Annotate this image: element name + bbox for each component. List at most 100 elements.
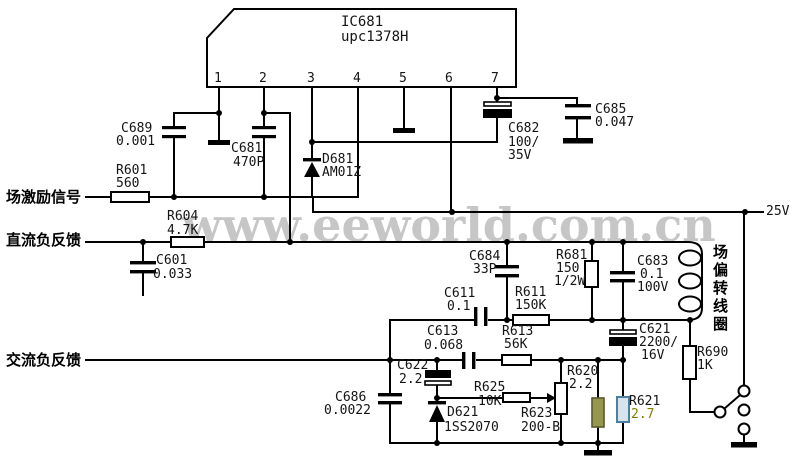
res-R620-body xyxy=(591,397,605,428)
pin1-ground-bar xyxy=(208,140,230,145)
service-switch xyxy=(713,384,751,436)
label-R604-value: 4.7K xyxy=(167,223,199,238)
ic-pin-7-label: 7 xyxy=(491,71,499,86)
label-C684-value: 33P xyxy=(473,262,497,277)
pin5-ground-bar xyxy=(393,128,415,133)
cap-C689-symbol xyxy=(162,126,186,139)
res-R613-body xyxy=(501,354,532,366)
label-C689-value: 0.001 xyxy=(116,134,156,149)
label-C622-ref: C622 xyxy=(397,358,429,373)
ic-pin-4-label: 4 xyxy=(353,71,361,86)
cap-C681-symbol xyxy=(252,126,276,139)
res-R681-body xyxy=(584,260,599,288)
cap-C682-symbol xyxy=(483,101,512,118)
ic-pin-5-label: 5 xyxy=(399,71,407,86)
cap-C684-symbol xyxy=(495,265,519,278)
label-C683-ref: C683 xyxy=(637,254,669,269)
ic-part-label: upc1378H xyxy=(341,29,409,45)
label-D621-value: 1SS2070 xyxy=(444,420,499,435)
label-C685-ref: C685 xyxy=(595,102,627,117)
label-C681-ref: C681 xyxy=(231,141,263,156)
net-field-drive-label: 场激励信号 xyxy=(6,188,82,206)
supply-25v-label: 25V xyxy=(766,204,790,219)
label-C681-value: 470P xyxy=(233,155,265,170)
res-R625-body xyxy=(502,392,531,403)
label-R681-value1: 150 xyxy=(556,261,580,276)
label-R601-ref: R601 xyxy=(116,163,148,178)
label-R611-value: 150K xyxy=(515,298,547,313)
ic-pin-3-label: 3 xyxy=(307,71,315,86)
label-C611-ref: C611 xyxy=(444,286,476,301)
ic-pin-1-label: 1 xyxy=(214,71,222,86)
label-C611-value: 0.1 xyxy=(447,299,471,314)
cap-C621-symbol xyxy=(609,329,637,346)
label-D681-value: AM01Z xyxy=(322,165,362,180)
label-R613-ref: R613 xyxy=(502,324,534,339)
ic-pin-2-label: 2 xyxy=(259,71,267,86)
label-R613-value: 56K xyxy=(504,337,528,352)
res-R690-body xyxy=(682,345,697,380)
label-R681-ref: R681 xyxy=(556,248,588,263)
ic681-outline xyxy=(206,8,517,88)
label-R604-ref: R604 xyxy=(167,209,199,224)
label-R620-ref: R620 xyxy=(567,364,599,379)
label-C601-value: 0.033 xyxy=(153,267,193,282)
label-C686-ref: C686 xyxy=(335,390,367,405)
label-R620-value: 2.2 xyxy=(569,377,593,392)
switch-contact-c xyxy=(737,403,751,417)
ground-bars xyxy=(208,128,757,456)
label-R621-value: 2.7 xyxy=(631,407,655,422)
label-C685-value: 0.047 xyxy=(595,115,635,130)
cap-C611-symbol xyxy=(474,307,488,326)
capacitor-symbols xyxy=(130,101,637,405)
label-C683-value1: 0.1 xyxy=(640,267,664,282)
diode-D621-symbol xyxy=(428,401,446,422)
label-C613-ref: C613 xyxy=(427,324,459,339)
deflection-coil-symbol xyxy=(678,240,703,322)
bottom-ground-bar xyxy=(584,450,612,456)
label-R621-ref: R621 xyxy=(629,394,661,409)
label-R611-ref: R611 xyxy=(515,285,547,300)
label-C684-ref: C684 xyxy=(469,249,501,264)
label-R623-value: 200-B xyxy=(521,420,561,435)
res-R621-body xyxy=(616,396,630,423)
label-R625-value: 10K xyxy=(478,394,502,409)
label-C622-value: 2.2 xyxy=(399,372,423,387)
c685-ground-bar xyxy=(563,138,593,144)
res-R623-body xyxy=(554,382,568,415)
label-C686-value: 0.0022 xyxy=(324,403,371,418)
label-C682-ref: C682 xyxy=(508,121,540,136)
cap-C601-symbol xyxy=(130,261,156,274)
resistor-symbols xyxy=(110,191,697,428)
label-C621-value1: 2200/ xyxy=(639,335,679,350)
junction-dots xyxy=(140,95,748,446)
ic-ref-label: IC681 xyxy=(341,14,384,30)
label-C689-ref: C689 xyxy=(121,121,153,136)
switch-contact-b xyxy=(737,384,751,398)
switch-contact-a xyxy=(713,405,727,419)
label-D621-ref: D621 xyxy=(447,405,479,420)
cap-C686-symbol xyxy=(378,393,402,405)
cap-C613-symbol xyxy=(462,352,476,369)
net-ac-feedback-label: 交流负反馈 xyxy=(6,351,82,369)
label-R623-ref: R623 xyxy=(521,406,553,421)
label-R690-value: 1K xyxy=(697,358,713,373)
label-R601-value: 560 xyxy=(116,176,140,191)
cap-C683-symbol xyxy=(610,271,635,283)
label-C682-value2: 35V xyxy=(508,148,532,163)
label-R681-value2: 1/2W xyxy=(554,274,586,289)
cap-C685-symbol xyxy=(565,104,591,120)
cap-C622-symbol xyxy=(424,370,452,386)
res-R601-body xyxy=(110,191,150,203)
switch-ground-bar xyxy=(731,442,757,448)
r625-wiper-arrow xyxy=(547,393,556,403)
label-D681-ref: D681 xyxy=(322,152,354,167)
net-dc-feedback-label: 直流负反馈 xyxy=(6,231,82,249)
res-R611-body xyxy=(512,314,550,326)
label-C601-ref: C601 xyxy=(156,253,188,268)
label-C682-value1: 100/ xyxy=(508,135,540,150)
label-C683-value2: 100V xyxy=(637,280,669,295)
switch-contact-d xyxy=(737,422,751,436)
